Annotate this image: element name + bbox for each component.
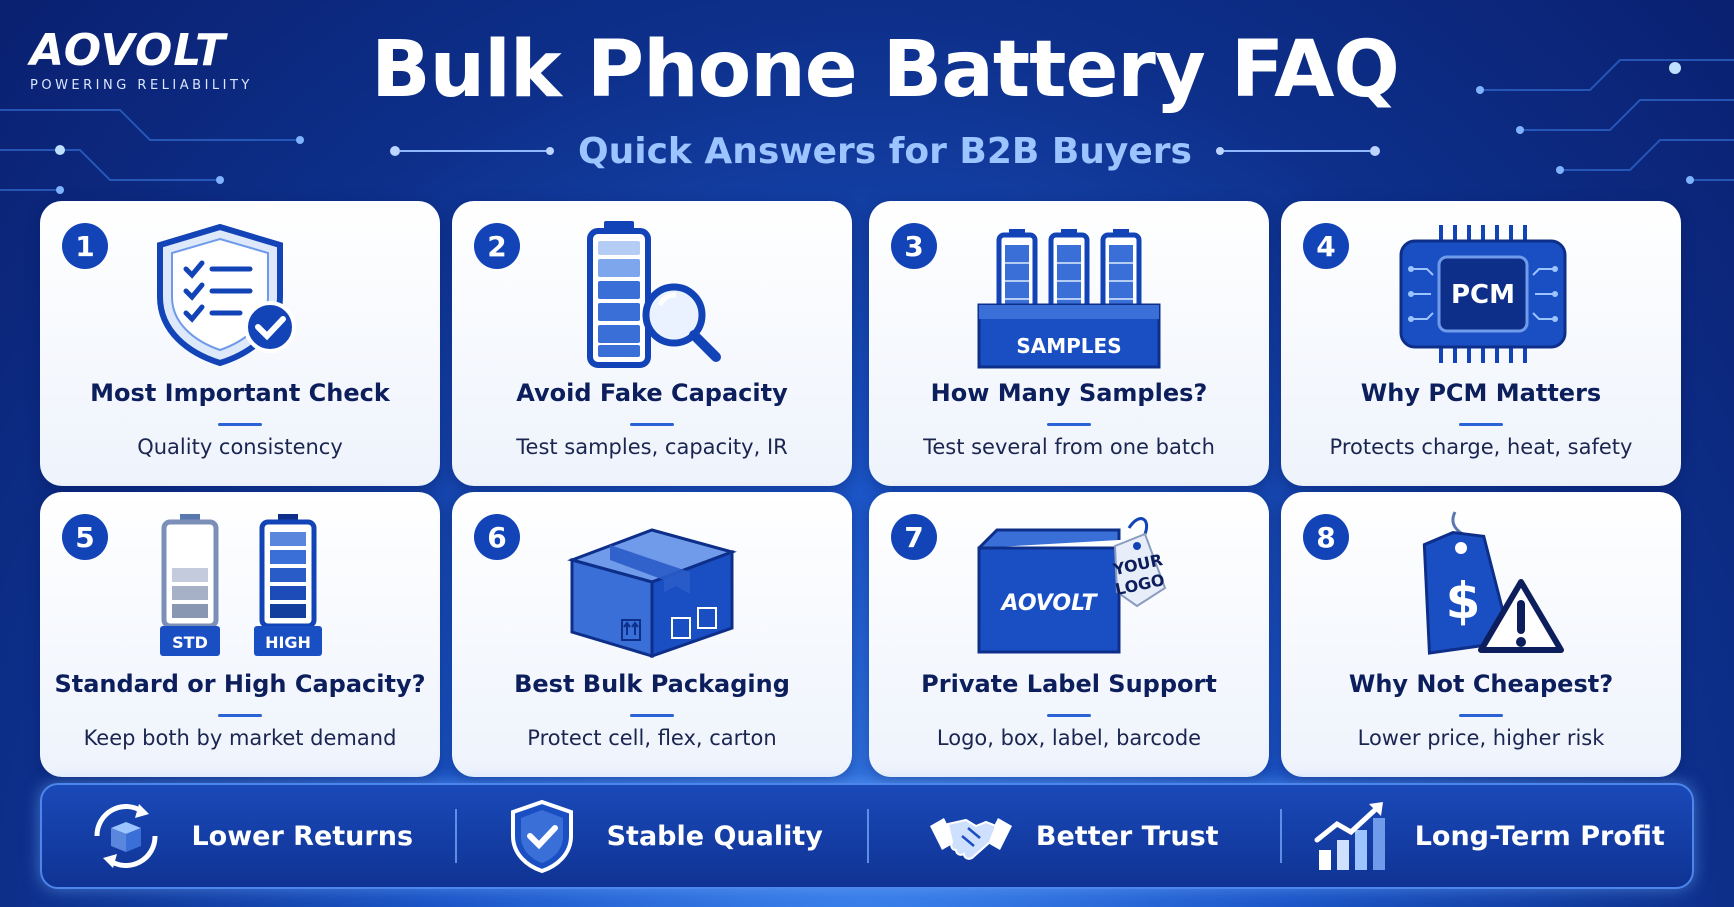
card-divider	[1047, 423, 1091, 426]
page-title: Bulk Phone Battery FAQ	[371, 25, 1400, 115]
box-brand-text: AOVOLT	[1000, 591, 1099, 616]
benefit-stable-quality: Stable Quality	[454, 785, 868, 887]
subtitle-line-right	[1215, 146, 1380, 156]
card-number: 5	[62, 514, 108, 560]
card-number: 4	[1303, 223, 1349, 269]
carton-box-icon	[567, 528, 737, 659]
samples-label: SAMPLES	[1016, 334, 1121, 358]
pcm-chip-icon: PCM	[1399, 225, 1567, 363]
brand-tagline: POWERING RELIABILITY	[30, 78, 253, 93]
card-title: Why PCM Matters	[1360, 379, 1602, 407]
shield-checklist-icon	[157, 223, 296, 367]
card-divider	[1047, 714, 1091, 717]
card-description: Protects charge, heat, safety	[1329, 435, 1633, 459]
card-divider	[1459, 714, 1503, 717]
card-divider	[218, 714, 262, 717]
dollar-sign: $	[1446, 572, 1481, 630]
benefit-label: Lower Returns	[191, 820, 414, 852]
card-description: Lower price, higher risk	[1357, 726, 1605, 750]
branded-box-tag-icon: AOVOLT YOUR LOGO	[977, 517, 1166, 654]
benefit-long-term-profit: Long-Term Profit	[1279, 785, 1693, 887]
samples-batteries-icon: SAMPLES	[977, 229, 1161, 369]
card-divider	[630, 423, 674, 426]
subtitle-row: Quick Answers for B2B Buyers	[360, 126, 1410, 176]
faq-card-2: 2 Avoid Fake Capacity Test samples, capa…	[452, 201, 852, 486]
card-title: Most Important Check	[90, 379, 390, 407]
faq-card-4: 4 PCM Why PCM Matters Protects charge, h…	[1281, 201, 1681, 486]
battery-magnifier-icon	[587, 221, 721, 368]
faq-card-8: 8 $ Why Not Cheapest? Lower price, highe…	[1281, 492, 1681, 777]
card-description: Logo, box, label, barcode	[936, 726, 1202, 750]
card-number: 3	[891, 223, 937, 269]
return-cycle-box-icon	[94, 804, 158, 868]
card-description: Test several from one batch	[923, 435, 1215, 459]
card-number: 1	[62, 223, 108, 269]
benefit-lower-returns: Lower Returns	[42, 785, 455, 887]
card-divider	[218, 423, 262, 426]
growth-chart-icon	[1314, 802, 1385, 870]
card-description: Quality consistency	[137, 435, 343, 459]
benefit-label: Better Trust	[1035, 820, 1219, 852]
std-high-battery-icon: STD HIGH	[160, 514, 322, 656]
card-title: Private Label Support	[921, 670, 1217, 698]
price-tag-warning-icon: $	[1422, 511, 1564, 655]
subtitle-line-left	[390, 146, 555, 156]
card-title: Best Bulk Packaging	[514, 670, 790, 698]
card-title: How Many Samples?	[930, 379, 1208, 407]
faq-card-1: 1 Most Important Check Quality consisten…	[40, 201, 440, 486]
handshake-icon	[929, 818, 1012, 860]
high-label: HIGH	[265, 633, 311, 652]
faq-card-5: 5 STD HIGH Standard or High Capacity? Ke…	[40, 492, 440, 777]
pcm-label: PCM	[1451, 280, 1515, 310]
card-title: Standard or High Capacity?	[54, 670, 426, 698]
card-description: Keep both by market demand	[83, 726, 397, 750]
card-number: 8	[1303, 514, 1349, 560]
brand-name: AOVOLT	[30, 25, 226, 76]
card-description: Protect cell, flex, carton	[527, 726, 777, 750]
card-title: Why Not Cheapest?	[1348, 670, 1614, 698]
card-title: Avoid Fake Capacity	[516, 379, 788, 407]
card-divider	[630, 714, 674, 717]
card-divider	[1459, 423, 1503, 426]
faq-card-7: 7 AOVOLT YOUR LOGO Private Label Support…	[869, 492, 1269, 777]
brand-logo: AOVOLT POWERING RELIABILITY	[30, 25, 290, 94]
benefits-bar: Lower Returns Stable Quality Better Trus…	[40, 783, 1694, 889]
std-label: STD	[172, 633, 208, 652]
card-number: 6	[474, 514, 520, 560]
card-number: 2	[474, 223, 520, 269]
faq-card-3: 3 SAMPLES How Many Samples? Test several…	[869, 201, 1269, 486]
card-number: 7	[891, 514, 937, 560]
benefit-label: Stable Quality	[606, 820, 823, 852]
page-subtitle: Quick Answers for B2B Buyers	[578, 130, 1192, 172]
benefit-label: Long-Term Profit	[1414, 820, 1665, 852]
faq-card-6: 6 Best Bulk Packaging Protect cell, flex…	[452, 492, 852, 777]
shield-check-icon	[510, 799, 573, 874]
card-description: Test samples, capacity, IR	[516, 435, 788, 459]
benefit-better-trust: Better Trust	[867, 785, 1280, 887]
